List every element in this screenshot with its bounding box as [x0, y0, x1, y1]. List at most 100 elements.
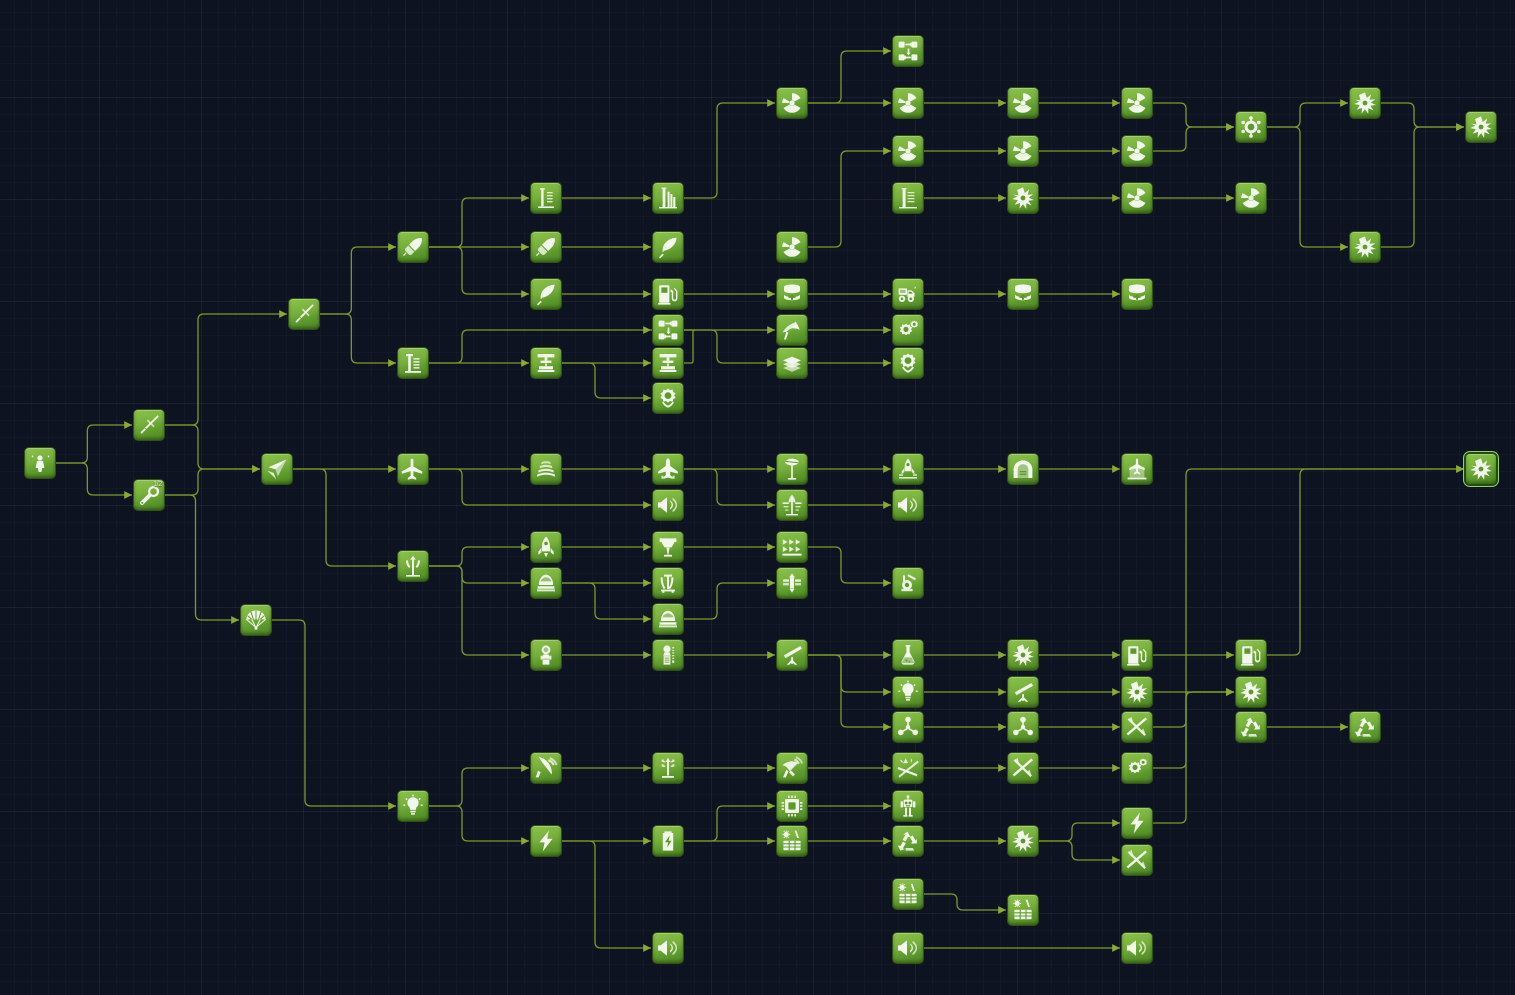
tech-node-solar-panel[interactable]	[893, 879, 923, 909]
tech-node-gears[interactable]	[893, 315, 923, 345]
tech-node-astronaut[interactable]	[531, 640, 561, 670]
tech-node-radiation[interactable]	[777, 232, 807, 262]
tech-node-lander-frame[interactable]	[653, 568, 683, 598]
tech-node-sonar-cone[interactable]	[1122, 933, 1152, 963]
tech-node-wrench[interactable]: 1/2	[134, 480, 164, 510]
tech-node-sonar-cone[interactable]	[653, 933, 683, 963]
tech-node-rocket-bank[interactable]	[777, 532, 807, 562]
tech-node-mining-truck[interactable]	[893, 279, 923, 309]
tech-node-skyscraper[interactable]	[653, 183, 683, 213]
tech-node-radiation[interactable]	[893, 136, 923, 166]
tech-node-radar-waves[interactable]	[531, 454, 561, 484]
tech-node-space-probe[interactable]	[777, 568, 807, 598]
tech-node-capsule[interactable]	[531, 568, 561, 598]
tech-node-radiation[interactable]	[1122, 88, 1152, 118]
tech-node-spear-tool[interactable]	[289, 299, 319, 329]
tech-node-radiation[interactable]	[1236, 183, 1266, 213]
tech-node-gear-wreath[interactable]	[893, 348, 923, 378]
tech-node-plates-stack[interactable]	[777, 348, 807, 378]
tech-node-wind-tunnel[interactable]	[777, 490, 807, 520]
tech-node-turbine[interactable]	[777, 454, 807, 484]
tech-node-capsule[interactable]	[653, 604, 683, 634]
tech-node-barrel-stack[interactable]	[1008, 279, 1038, 309]
tech-node-rocket[interactable]	[531, 532, 561, 562]
tech-node-antenna-mast[interactable]	[398, 551, 428, 581]
tech-node-particle-beam[interactable]	[1008, 753, 1038, 783]
tech-node-rocket-engine[interactable]	[653, 532, 683, 562]
tech-node-sonar-cone[interactable]	[893, 933, 923, 963]
tech-node-recycling[interactable]	[893, 826, 923, 856]
tech-node-burst[interactable]	[1466, 112, 1496, 142]
tech-node-sonar-cone[interactable]	[893, 490, 923, 520]
tech-node-radiation[interactable]	[1008, 88, 1038, 118]
tech-node-parachute-dome[interactable]	[241, 605, 271, 635]
tech-node-molecule[interactable]	[1008, 712, 1038, 742]
tech-node-lightning-bolt[interactable]	[531, 826, 561, 856]
tech-node-radiation[interactable]	[893, 88, 923, 118]
tech-node-fuel-pump[interactable]	[1236, 640, 1266, 670]
tech-node-sonar-cone[interactable]	[653, 490, 683, 520]
tech-node-burst[interactable]	[1350, 88, 1380, 118]
tech-node-logistics-swap[interactable]	[653, 315, 683, 345]
tech-node-spear-tool[interactable]	[134, 410, 164, 440]
tech-node-missile[interactable]	[398, 232, 428, 262]
tech-node-gear-wreath[interactable]	[653, 383, 683, 413]
tech-node-lightbulb[interactable]	[893, 677, 923, 707]
tech-node-hangar[interactable]	[1008, 454, 1038, 484]
tech-node-feather-quill[interactable]	[653, 232, 683, 262]
tech-node-gears[interactable]	[1122, 753, 1152, 783]
tech-node-flask[interactable]	[893, 640, 923, 670]
tech-node-fuel-pump[interactable]	[653, 279, 683, 309]
tech-node-mining-pick[interactable]	[777, 315, 807, 345]
tech-node-barrel-stack[interactable]	[777, 279, 807, 309]
tech-node-robot[interactable]	[893, 791, 923, 821]
tech-node-logistics-swap[interactable]	[893, 36, 923, 66]
tech-node-satellite-dish[interactable]	[531, 753, 561, 783]
tech-node-battery[interactable]	[653, 826, 683, 856]
tech-node-particle-beam[interactable]	[1122, 712, 1152, 742]
tech-node-microchip[interactable]	[777, 791, 807, 821]
tech-node-press-machine[interactable]	[531, 348, 561, 378]
tech-node-tower-drill[interactable]	[398, 348, 428, 378]
tech-node-burst[interactable]	[1236, 677, 1266, 707]
tech-node-rocket-launch[interactable]	[893, 454, 923, 484]
tech-node-burst[interactable]	[1466, 454, 1496, 484]
tech-node-gun-turret[interactable]	[893, 568, 923, 598]
tech-node-burst[interactable]	[1008, 640, 1038, 670]
tech-node-airplane[interactable]	[398, 454, 428, 484]
tech-node-solar-panel[interactable]	[1008, 895, 1038, 925]
tech-node-lightbulb[interactable]	[398, 791, 428, 821]
tech-node-aircraft-wing[interactable]	[262, 454, 292, 484]
tech-node-solar-panel[interactable]	[777, 826, 807, 856]
tech-node-satellite-comms[interactable]	[777, 753, 807, 783]
tech-node-radiation[interactable]	[1122, 136, 1152, 166]
tech-node-lightning-bolt[interactable]	[1122, 808, 1152, 838]
tech-node-antenna-array[interactable]	[653, 753, 683, 783]
tech-node-tower-structure[interactable]	[531, 183, 561, 213]
tech-node-telescope[interactable]	[777, 640, 807, 670]
tech-node-press-machine[interactable]	[653, 348, 683, 378]
tech-node-missile[interactable]	[531, 232, 561, 262]
tech-node-feather-quill[interactable]	[531, 279, 561, 309]
tech-node-barrel-stack[interactable]	[1122, 279, 1152, 309]
tech-node-radiation[interactable]	[777, 88, 807, 118]
tech-node-cooling-tower[interactable]	[893, 183, 923, 213]
tech-node-burst[interactable]	[1008, 826, 1038, 856]
tech-node-burst[interactable]	[1350, 232, 1380, 262]
tech-node-space-suit[interactable]	[653, 640, 683, 670]
tech-node-particle-beam[interactable]	[1122, 845, 1152, 875]
tech-node-virus-sphere[interactable]	[1236, 112, 1266, 142]
tech-node-fuel-pump[interactable]	[1122, 640, 1152, 670]
tech-node-telescope[interactable]	[1008, 677, 1038, 707]
tech-node-recycling[interactable]	[1350, 712, 1380, 742]
tech-node-radiation[interactable]	[1122, 183, 1152, 213]
tech-node-molecule[interactable]	[893, 712, 923, 742]
tech-node-burst[interactable]	[1008, 183, 1038, 213]
tech-node-sapient-person[interactable]	[25, 448, 55, 478]
tech-node-particle-collider[interactable]	[893, 753, 923, 783]
tech-node-airport[interactable]	[1122, 454, 1152, 484]
tech-node-recycling[interactable]	[1236, 712, 1266, 742]
tech-node-burst[interactable]	[1122, 677, 1152, 707]
tech-node-jet-fighter[interactable]	[653, 454, 683, 484]
